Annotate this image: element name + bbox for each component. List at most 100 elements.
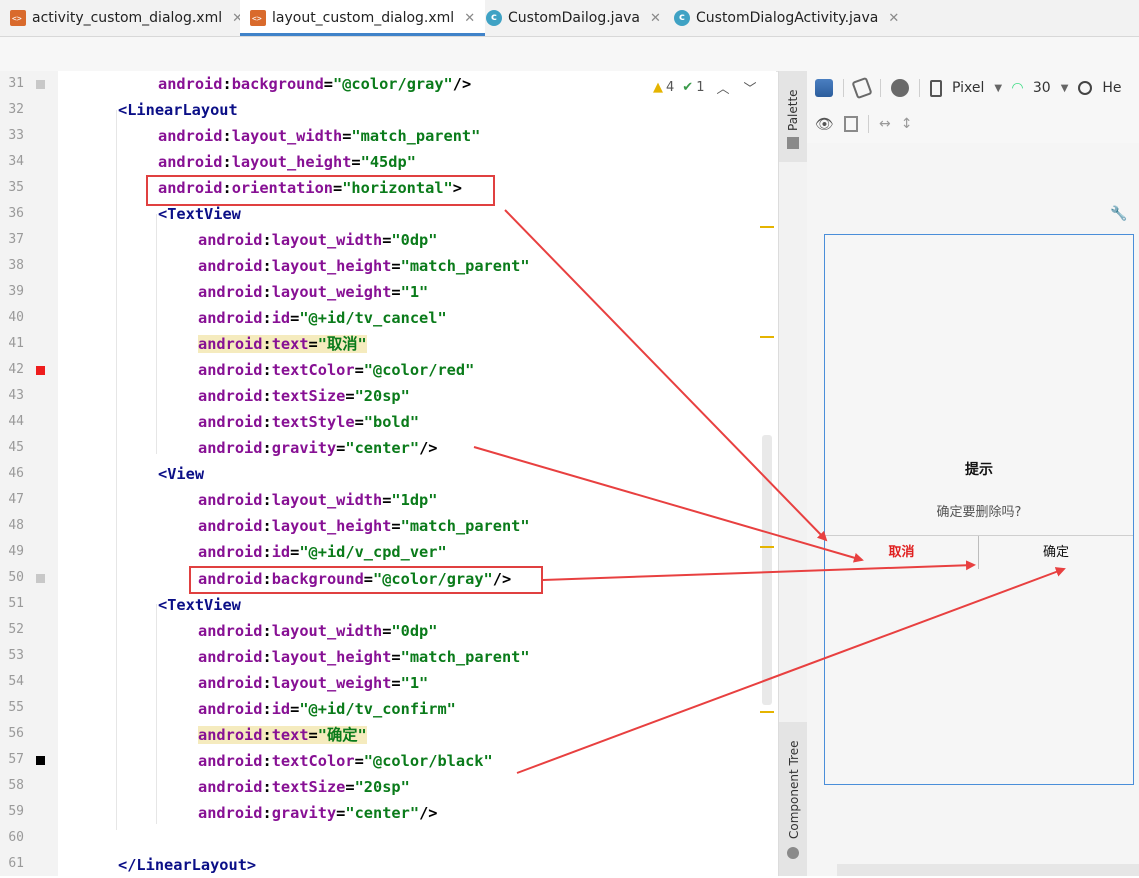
device-selector[interactable]: Pixel bbox=[952, 80, 985, 96]
highlight-orientation-box bbox=[146, 175, 495, 206]
theme-night-icon[interactable] bbox=[891, 79, 909, 97]
code-line-57: android:textColor="@color/black" bbox=[198, 752, 493, 770]
device-icon bbox=[930, 79, 942, 97]
line-number: 47 bbox=[8, 492, 24, 507]
code-line-40: android:id="@+id/tv_cancel" bbox=[198, 309, 447, 327]
eye-icon[interactable]: 👁 bbox=[815, 115, 835, 133]
tab-label: activity_custom_dialog.xml bbox=[32, 10, 223, 26]
tab-label: layout_custom_dialog.xml bbox=[272, 10, 455, 26]
line-number: 56 bbox=[8, 726, 24, 741]
code-line-38: android:layout_height="match_parent" bbox=[198, 257, 530, 275]
dialog-vertical-divider bbox=[978, 536, 979, 569]
code-line-36: <TextView bbox=[158, 205, 241, 223]
line-number: 52 bbox=[8, 622, 24, 637]
color-red-swatch-icon bbox=[36, 366, 45, 375]
code-line-52: android:layout_width="0dp" bbox=[198, 622, 438, 640]
chevron-down-icon: ▼ bbox=[994, 82, 1003, 94]
code-line-42: android:textColor="@color/red" bbox=[198, 361, 475, 379]
layers-icon[interactable] bbox=[815, 79, 833, 97]
close-icon[interactable]: ✕ bbox=[650, 10, 661, 26]
close-icon[interactable]: ✕ bbox=[464, 10, 476, 26]
code-line-33: android:layout_width="match_parent" bbox=[158, 127, 481, 145]
code-line-55: android:id="@+id/tv_confirm" bbox=[198, 700, 456, 718]
dialog-confirm-button[interactable]: 确定 bbox=[1042, 545, 1069, 560]
error-stripe bbox=[760, 71, 774, 876]
line-number: 37 bbox=[8, 232, 24, 247]
line-number: 41 bbox=[8, 336, 24, 351]
color-black-swatch-icon bbox=[36, 756, 45, 765]
columns-icon[interactable] bbox=[844, 116, 859, 132]
line-number: 45 bbox=[8, 440, 24, 455]
inspection-widget[interactable]: ▲ 4 ✔ 1 ︿ ﹀ bbox=[653, 78, 757, 97]
editor-tab-bar: activity_custom_dialog.xml ✕ layout_cust… bbox=[0, 0, 1139, 37]
line-number: 59 bbox=[8, 804, 24, 819]
line-number: 34 bbox=[8, 154, 24, 169]
dialog-message: 确定要删除吗? bbox=[936, 505, 1022, 520]
code-line-37: android:layout_width="0dp" bbox=[198, 231, 438, 249]
xml-file-icon bbox=[250, 10, 266, 26]
api-level-selector[interactable]: 30 bbox=[1032, 80, 1051, 96]
horizontal-resize-icon[interactable]: ↔ bbox=[879, 116, 891, 132]
color-gray-swatch-icon bbox=[36, 574, 45, 583]
line-number: 50 bbox=[8, 570, 24, 585]
line-number: 57 bbox=[8, 752, 24, 767]
palette-icon bbox=[787, 137, 799, 149]
design-toolbar: Pixel ▼ ◠ 30 ▼ He 👁 ↔ ↕ bbox=[807, 71, 1139, 143]
line-number: 44 bbox=[8, 414, 24, 429]
java-class-icon: c bbox=[674, 10, 690, 26]
highlight-background-box bbox=[189, 566, 543, 594]
rotate-icon[interactable] bbox=[851, 76, 873, 100]
design-horizontal-scrollbar[interactable] bbox=[837, 864, 1139, 876]
code-line-56: android:text="确定" bbox=[198, 726, 367, 744]
theme-selector[interactable]: He bbox=[1102, 80, 1122, 96]
tab-label: CustomDialogActivity.java bbox=[696, 10, 879, 26]
line-number: 32 bbox=[8, 102, 24, 117]
line-number: 58 bbox=[8, 778, 24, 793]
line-number: 54 bbox=[8, 674, 24, 689]
close-icon[interactable]: ✕ bbox=[888, 10, 900, 26]
line-number: 51 bbox=[8, 596, 24, 611]
chevron-down-icon[interactable]: ﹀ bbox=[743, 82, 757, 97]
palette-tab[interactable]: Palette bbox=[779, 71, 807, 162]
close-icon[interactable]: ✕ bbox=[232, 10, 244, 26]
component-tree-tab[interactable]: Component Tree bbox=[779, 722, 807, 876]
tab-layout-custom-dialog-xml[interactable]: layout_custom_dialog.xml ✕ bbox=[240, 0, 486, 36]
dialog-cancel-button[interactable]: 取消 bbox=[888, 545, 915, 560]
code-line-31: android:background="@color/gray"/> bbox=[158, 75, 472, 93]
line-number: 55 bbox=[8, 700, 24, 715]
code-line-35: android:orientation="horizontal"> bbox=[158, 179, 462, 197]
tab-activity-custom-dialog-xml[interactable]: activity_custom_dialog.xml ✕ bbox=[10, 0, 243, 36]
layout-design-panel: Pixel ▼ ◠ 30 ▼ He 👁 ↔ ↕ 🔧 提示 确定要删除吗? 取消 … bbox=[807, 71, 1139, 876]
weak-warning-count: 1 bbox=[696, 80, 705, 95]
wrench-icon[interactable]: 🔧 bbox=[1110, 206, 1128, 222]
line-number: 36 bbox=[8, 206, 24, 221]
line-number: 49 bbox=[8, 544, 24, 559]
code-line-34: android:layout_height="45dp" bbox=[158, 153, 416, 171]
line-number: 61 bbox=[8, 856, 24, 871]
line-number: 38 bbox=[8, 258, 24, 273]
code-line-41: android:text="取消" bbox=[198, 335, 367, 353]
line-number: 48 bbox=[8, 518, 24, 533]
code-line-48: android:layout_height="match_parent" bbox=[198, 517, 530, 535]
code-line-61: </LinearLayout> bbox=[118, 856, 257, 874]
code-line-47: android:layout_width="1dp" bbox=[198, 491, 438, 509]
tab-customdialogactivity-java[interactable]: c CustomDialogActivity.java ✕ bbox=[674, 0, 899, 36]
component-tree-icon bbox=[787, 847, 799, 859]
code-line-49: android:id="@+id/v_cpd_ver" bbox=[198, 543, 447, 561]
code-line-59: android:gravity="center"/> bbox=[198, 804, 438, 822]
tab-label: CustomDailog.java bbox=[508, 10, 641, 26]
line-number: 46 bbox=[8, 466, 24, 481]
line-number: 31 bbox=[8, 76, 24, 91]
tab-customdailog-java[interactable]: c CustomDailog.java ✕ bbox=[486, 0, 661, 36]
theme-icon bbox=[1078, 81, 1093, 95]
code-line-46: <View bbox=[158, 465, 205, 483]
vertical-resize-icon[interactable]: ↕ bbox=[900, 116, 913, 132]
code-line-58: android:textSize="20sp" bbox=[198, 778, 410, 796]
warning-count: 4 bbox=[666, 80, 675, 95]
design-side-strip: Palette Component Tree bbox=[778, 71, 808, 876]
chevron-up-icon[interactable]: ︿ bbox=[716, 82, 730, 97]
line-number: 43 bbox=[8, 388, 24, 403]
line-number: 40 bbox=[8, 310, 24, 325]
component-tree-label: Component Tree bbox=[787, 740, 801, 839]
